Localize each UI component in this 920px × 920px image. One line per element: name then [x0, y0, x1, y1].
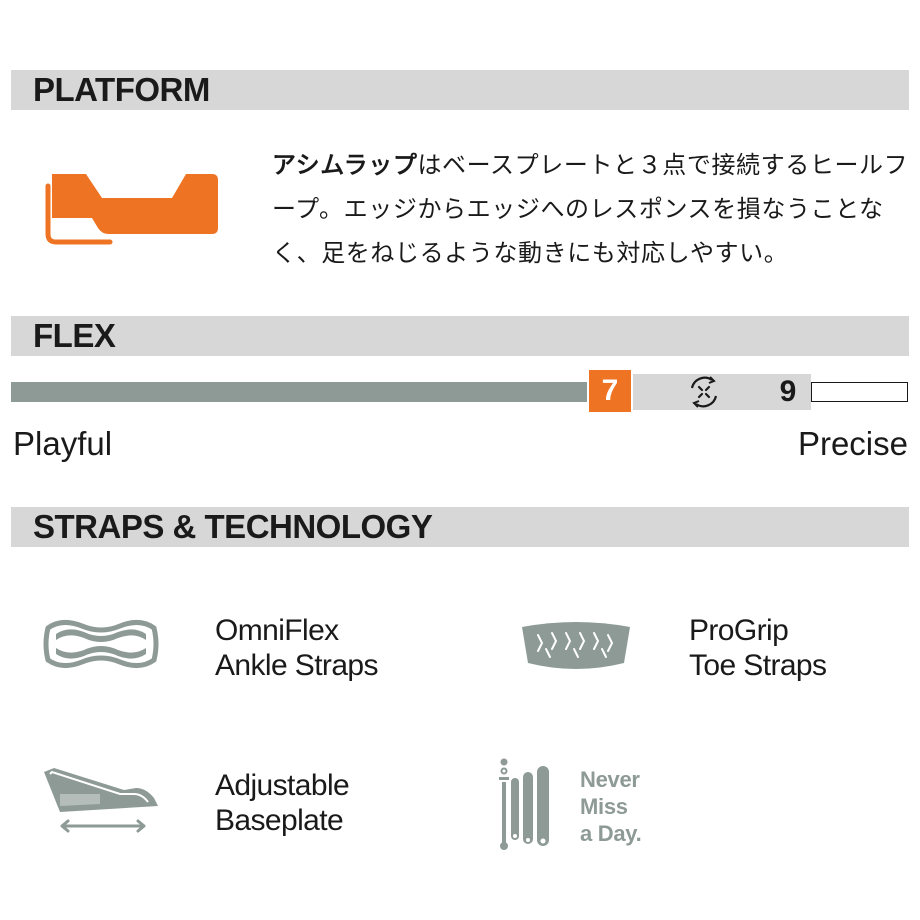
rotate-cycle-icon	[690, 376, 718, 408]
flex-max-value: 9	[779, 375, 797, 408]
omniflex-line1: OmniFlex	[215, 614, 339, 647]
baseplate-line2: Baseplate	[215, 804, 344, 837]
flex-current-value: 7	[589, 370, 631, 412]
platform-title: PLATFORM	[33, 71, 210, 108]
nmad-line3: a Day.	[580, 821, 642, 846]
progrip-line1: ProGrip	[689, 614, 789, 647]
tools-icon	[499, 758, 549, 850]
progrip-line2: Toe Straps	[689, 649, 827, 682]
flex-remaining-bar	[811, 382, 908, 402]
flex-header: FLEX	[11, 316, 909, 356]
adjustable-baseplate-label: Adjustable Baseplate	[215, 768, 350, 838]
nmad-line1: Never	[580, 767, 640, 792]
omniflex-line2: Ankle Straps	[215, 649, 378, 682]
description-bold: アシムラップ	[272, 151, 418, 179]
baseplate-icon	[44, 768, 158, 833]
flex-fill-bar	[11, 382, 587, 402]
baseplate-line1: Adjustable	[215, 769, 350, 802]
flex-precise-label: Precise	[797, 425, 908, 462]
straps-title: STRAPS & TECHNOLOGY	[33, 508, 433, 545]
flex-gap-bar	[633, 374, 811, 410]
never-miss-a-day-label: Never Miss a Day.	[580, 766, 642, 847]
flex-title: FLEX	[33, 317, 116, 354]
progrip-label: ProGrip Toe Straps	[689, 613, 827, 683]
ankle-strap-icon	[43, 620, 159, 668]
flex-playful-label: Playful	[13, 425, 113, 462]
straps-header: STRAPS & TECHNOLOGY	[11, 507, 909, 547]
omniflex-label: OmniFlex Ankle Straps	[215, 613, 378, 683]
description-text: はベースプレートと３点で接続するヒールフープ。エッジからエッジへのレスポンスを損…	[272, 151, 909, 267]
platform-header: PLATFORM	[11, 70, 909, 110]
toe-strap-icon	[522, 622, 630, 669]
platform-description: アシムラップはベースプレートと３点で接続するヒールフープ。エッジからエッジへのレ…	[272, 143, 912, 275]
heel-hoop-icon	[45, 174, 218, 245]
nmad-line2: Miss	[580, 794, 628, 819]
